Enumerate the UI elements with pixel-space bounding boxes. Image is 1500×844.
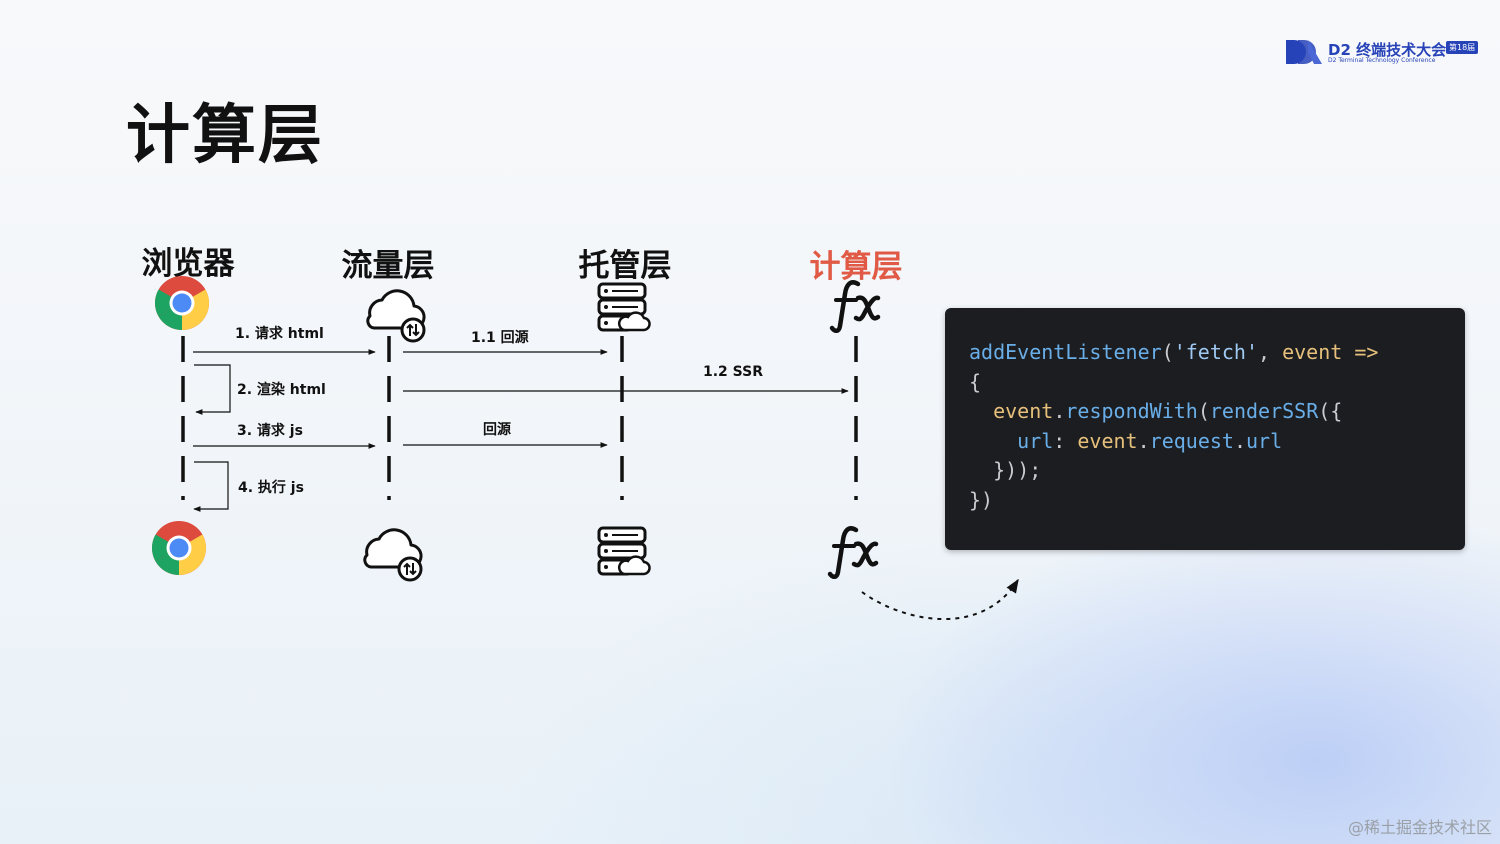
d2-logo-icon bbox=[1286, 40, 1322, 64]
conference-logo: D2 终端技术大会 第18届 D2 Terminal Technology Co… bbox=[1284, 38, 1479, 68]
logo-subtitle: D2 Terminal Technology Conference bbox=[1328, 57, 1436, 64]
message-label: 3. 请求 js bbox=[237, 423, 303, 439]
column-label-traffic: 流量层 bbox=[341, 248, 435, 284]
function-fx-icon bbox=[827, 526, 879, 579]
slide-title: 计算层 bbox=[126, 99, 324, 173]
message-label: 1. 请求 html bbox=[235, 326, 324, 342]
chrome-icon bbox=[151, 521, 207, 575]
cloud-transfer-icon bbox=[363, 528, 423, 582]
logo-badge: 第18届 bbox=[1446, 41, 1479, 54]
server-cloud-icon bbox=[597, 526, 651, 576]
watermark: @稀土掘金技术社区 bbox=[1347, 818, 1492, 837]
arrow-render-html bbox=[194, 364, 231, 415]
server-cloud-icon bbox=[597, 282, 651, 332]
message-label: 1.1 回源 bbox=[471, 330, 529, 346]
chrome-icon bbox=[154, 276, 210, 330]
cloud-transfer-icon bbox=[366, 289, 426, 343]
logo-name: D2 终端技术大会 bbox=[1328, 41, 1447, 59]
message-label: 4. 执行 js bbox=[238, 480, 304, 496]
code-panel: addEventListener('fetch', event => { eve… bbox=[945, 308, 1465, 550]
code-block: addEventListener('fetch', event => { eve… bbox=[969, 340, 1379, 512]
column-label-browser: 浏览器 bbox=[141, 246, 235, 282]
curved-arrow-to-code bbox=[861, 578, 1019, 621]
column-label-compute: 计算层 bbox=[809, 249, 903, 285]
message-label: 回源 bbox=[483, 422, 511, 438]
column-label-hosting: 托管层 bbox=[578, 248, 672, 284]
arrow-execute-js bbox=[193, 461, 229, 512]
function-fx-icon bbox=[829, 280, 881, 333]
message-label: 2. 渲染 html bbox=[237, 382, 326, 398]
message-label: 1.2 SSR bbox=[703, 364, 763, 380]
